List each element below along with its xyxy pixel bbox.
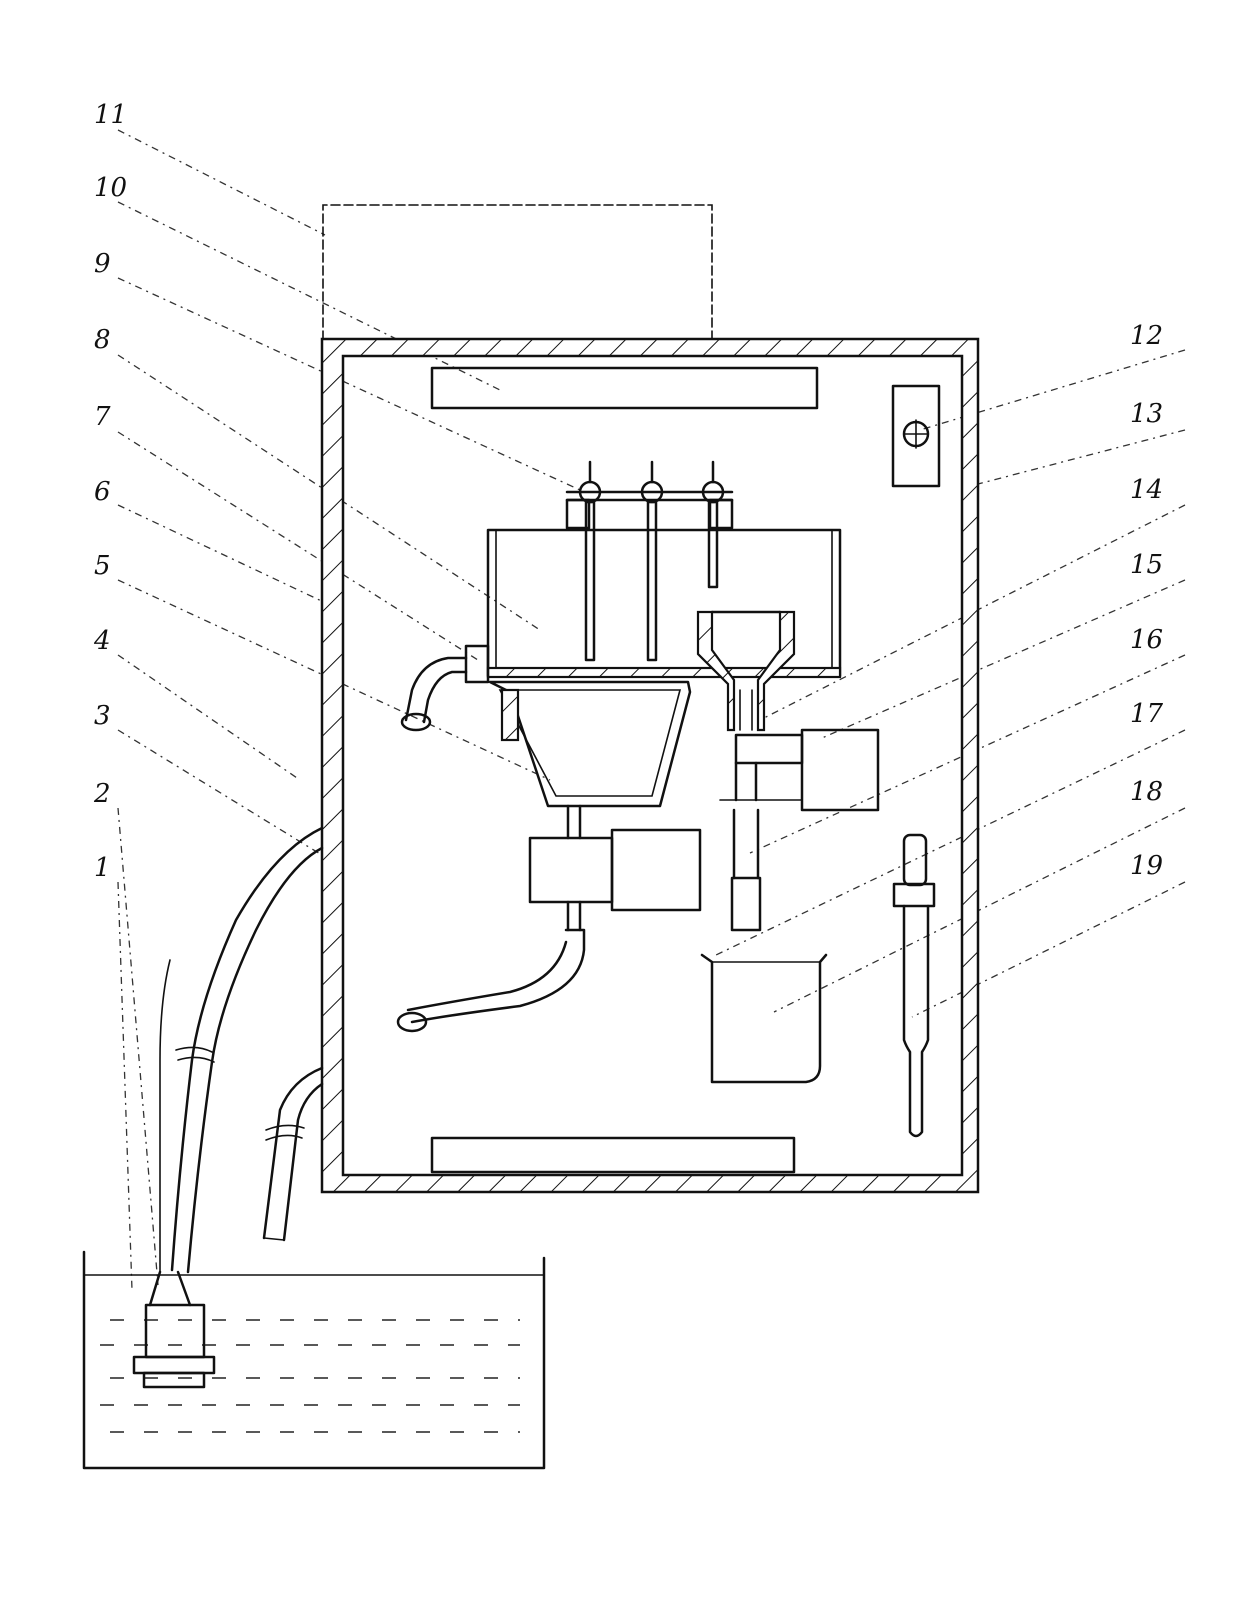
label-2: 2 — [93, 779, 111, 809]
thermometer — [892, 833, 936, 1138]
drain-hose — [262, 1066, 324, 1242]
label-6: 6 — [94, 477, 111, 507]
electrode-assembly — [565, 460, 734, 662]
part-number-labels: 11 10 9 8 7 6 5 4 3 2 1 12 13 14 15 16 1… — [93, 100, 1164, 883]
label-5: 5 — [94, 551, 111, 581]
drain-valve — [396, 804, 702, 1033]
submersible-pump — [132, 1270, 216, 1389]
label-13: 13 — [1130, 399, 1163, 429]
label-15: 15 — [1130, 550, 1163, 580]
lower-heater — [430, 1136, 796, 1174]
receiving-vessel — [488, 680, 692, 808]
overflow-outlet — [400, 644, 490, 732]
label-7: 7 — [94, 402, 111, 432]
insulated-cabinet — [320, 337, 980, 1194]
label-14: 14 — [1130, 475, 1163, 505]
label-10: 10 — [94, 173, 127, 203]
pump-cable — [159, 959, 171, 1273]
beaker — [700, 953, 828, 1084]
label-3: 3 — [94, 701, 111, 731]
label-8: 8 — [94, 325, 111, 355]
label-1: 1 — [94, 853, 111, 883]
funnel — [696, 610, 796, 732]
water-reservoir — [82, 1250, 546, 1470]
label-4: 4 — [93, 626, 111, 656]
thermostat — [891, 384, 941, 488]
label-16: 16 — [1130, 625, 1163, 655]
top-control-box — [322, 204, 713, 341]
label-17: 17 — [1130, 699, 1164, 729]
label-11: 11 — [94, 100, 127, 130]
inlet-hose — [170, 826, 324, 1274]
label-19: 19 — [1130, 851, 1163, 881]
solenoid-valve — [719, 728, 880, 932]
label-12: 12 — [1130, 321, 1163, 351]
label-9: 9 — [94, 249, 111, 279]
label-18: 18 — [1130, 777, 1163, 807]
upper-heater — [430, 366, 819, 410]
